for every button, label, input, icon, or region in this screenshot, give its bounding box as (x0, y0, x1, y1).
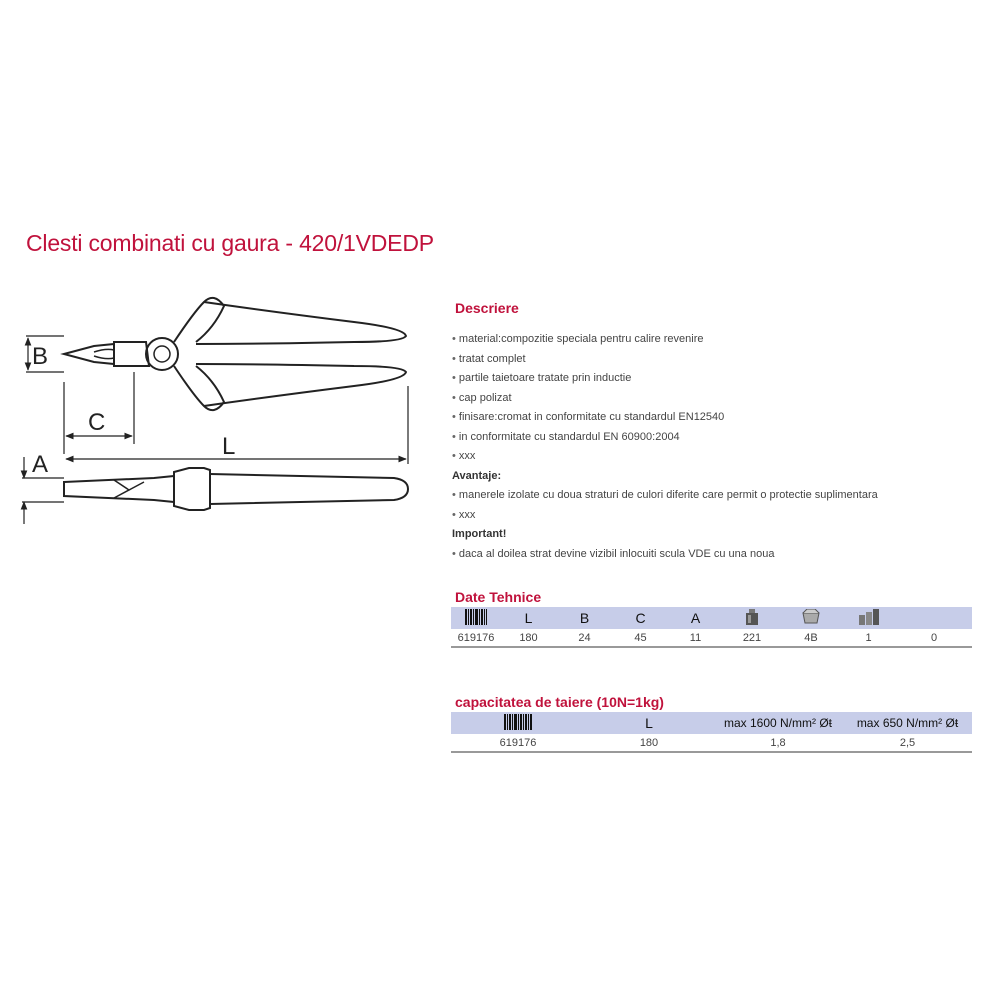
pliers-top-view (64, 298, 406, 410)
description-item: tratat complet (452, 350, 992, 370)
col-a-header: A (668, 607, 723, 629)
col-max1600-header: max 1600 N/mm² Øŧ (713, 712, 843, 734)
pliers-side-view (64, 468, 408, 510)
advantage-item: xxx (452, 506, 992, 526)
dim-label-l: L (222, 433, 235, 460)
dim-label-a: A (32, 451, 48, 478)
cutting-capacity-heading: capacitatea de taiere (10N=1kg) (455, 694, 664, 710)
description-item: material:compozitie speciala pentru cali… (452, 330, 992, 350)
description-item: in conformitate cu standardul EN 60900:2… (452, 428, 992, 448)
description-item: cap polizat (452, 389, 992, 409)
cutting-capacity-table: L max 1600 N/mm² Øŧ max 650 N/mm² Øŧ 619… (451, 712, 972, 753)
description-list: material:compozitie speciala pentru cali… (452, 330, 992, 564)
col-l-header: L (501, 607, 556, 629)
cell: 221 (723, 629, 781, 647)
barcode-icon (451, 712, 585, 734)
package-icon (781, 607, 841, 629)
cell: 11 (668, 629, 723, 647)
cell: 619176 (451, 734, 585, 752)
barcode-icon (451, 607, 501, 629)
cell: 180 (501, 629, 556, 647)
cell: 180 (585, 734, 713, 752)
tech-data-table: L B C A 619176 180 24 45 11 221 4B 1 0 (451, 607, 972, 648)
advantages-heading: Avantaje: (452, 467, 992, 487)
col-blank-header (896, 607, 972, 629)
col-c-header: C (613, 607, 668, 629)
cell: 0 (896, 629, 972, 647)
important-heading: Important! (452, 525, 992, 545)
col-b-header: B (556, 607, 613, 629)
advantage-item: manerele izolate cu doua straturi de cul… (452, 486, 992, 506)
table-row: 619176 180 1,8 2,5 (451, 734, 972, 752)
description-item: partile taietoare tratate prin inductie (452, 369, 992, 389)
table-row: 619176 180 24 45 11 221 4B 1 0 (451, 629, 972, 647)
quantity-icon (841, 607, 896, 629)
description-item: finisare:cromat in conformitate cu stand… (452, 408, 992, 428)
cell: 24 (556, 629, 613, 647)
page-title: Clesti combinati cu gaura - 420/1VDEDP (26, 230, 434, 257)
pliers-dimension-drawing: B C L A (14, 292, 414, 532)
col-max650-header: max 650 N/mm² Øŧ (843, 712, 972, 734)
tech-data-heading: Date Tehnice (455, 589, 541, 605)
dim-label-b: B (32, 343, 48, 370)
cell: 1 (841, 629, 896, 647)
cell: 619176 (451, 629, 501, 647)
description-item: xxx (452, 447, 992, 467)
important-item: daca al doilea strat devine vizibil inlo… (452, 545, 992, 565)
cell: 2,5 (843, 734, 972, 752)
description-heading: Descriere (455, 300, 519, 316)
cell: 4B (781, 629, 841, 647)
weight-icon (723, 607, 781, 629)
cell: 45 (613, 629, 668, 647)
cell: 1,8 (713, 734, 843, 752)
dim-label-c: C (88, 409, 105, 436)
col-l-header: L (585, 712, 713, 734)
